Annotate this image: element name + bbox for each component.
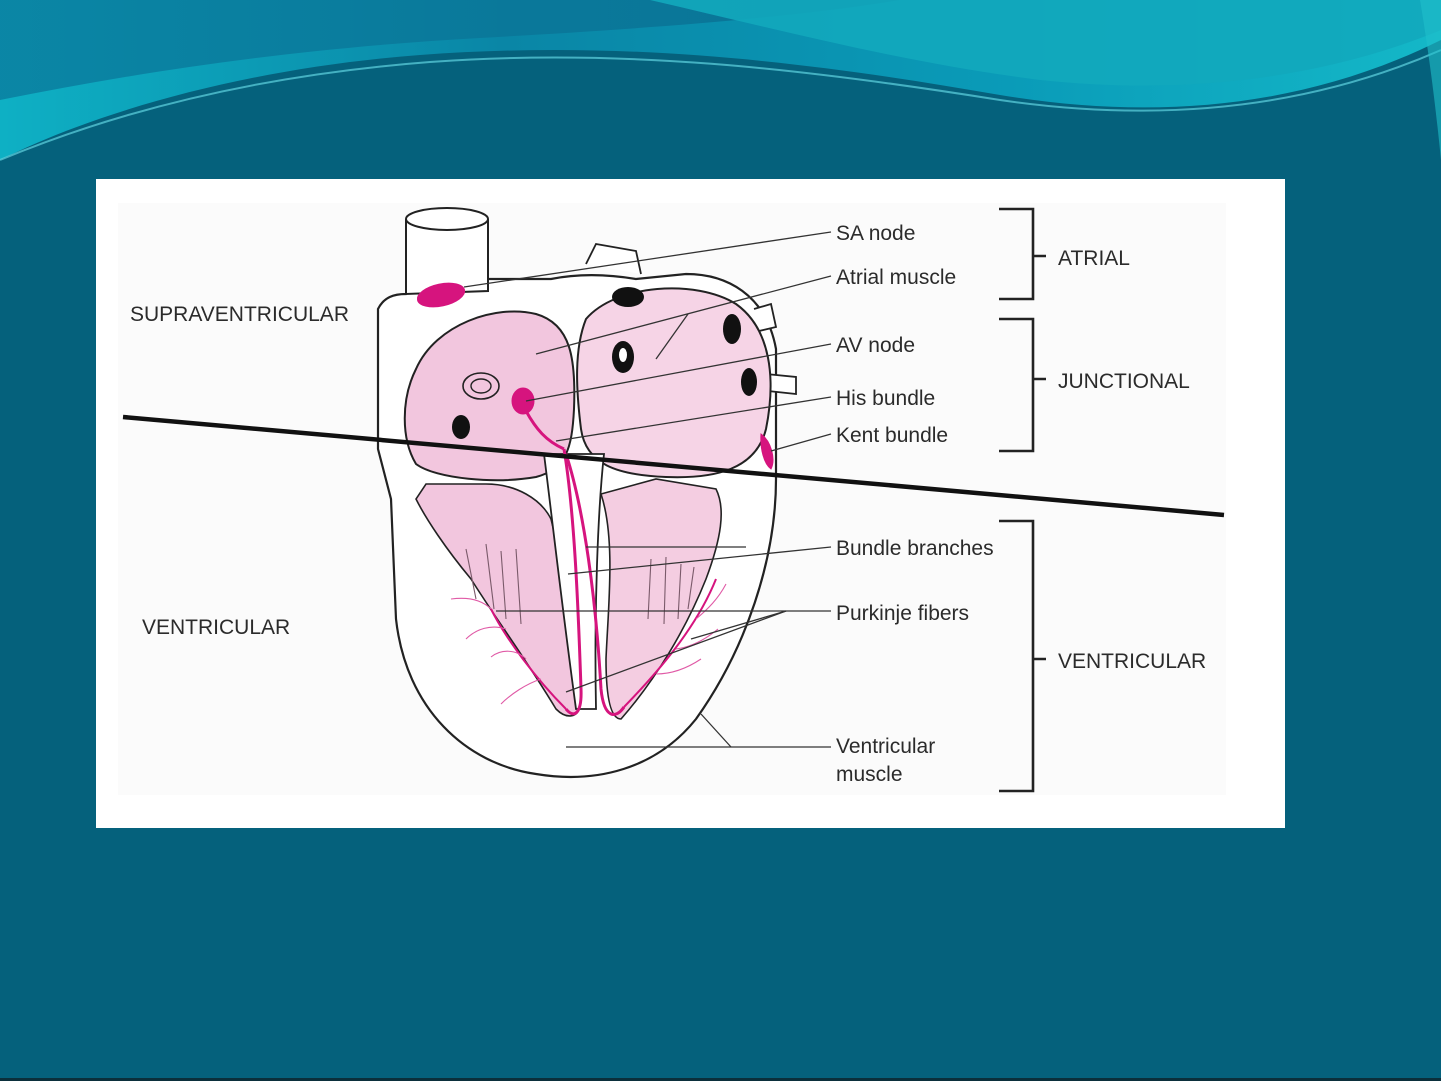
- group-label-ventricular: VENTRICULAR: [1058, 650, 1206, 673]
- region-label-supraventricular: SUPRAVENTRICULAR: [130, 303, 349, 326]
- label-atrial-muscle: Atrial muscle: [836, 266, 956, 289]
- label-purkinje-fibers: Purkinje fibers: [836, 602, 969, 625]
- label-ventricular-muscle-line1: Ventricular: [836, 735, 935, 758]
- label-his-bundle: His bundle: [836, 387, 935, 410]
- av-node-shape: [512, 388, 534, 414]
- figure-panel: SA node Atrial muscle AV node His bundle…: [96, 179, 1285, 828]
- header-wave-decoration: [0, 0, 1441, 200]
- label-bundle-branches: Bundle branches: [836, 537, 994, 560]
- heart-conduction-diagram: SA node Atrial muscle AV node His bundle…: [96, 179, 1285, 828]
- region-label-ventricular: VENTRICULAR: [142, 616, 290, 639]
- group-label-junctional: JUNCTIONAL: [1058, 370, 1190, 393]
- group-label-atrial: ATRIAL: [1058, 247, 1130, 270]
- label-sa-node: SA node: [836, 222, 915, 245]
- label-av-node: AV node: [836, 334, 915, 357]
- label-kent-bundle: Kent bundle: [836, 424, 948, 447]
- label-ventricular-muscle-line2: muscle: [836, 763, 903, 786]
